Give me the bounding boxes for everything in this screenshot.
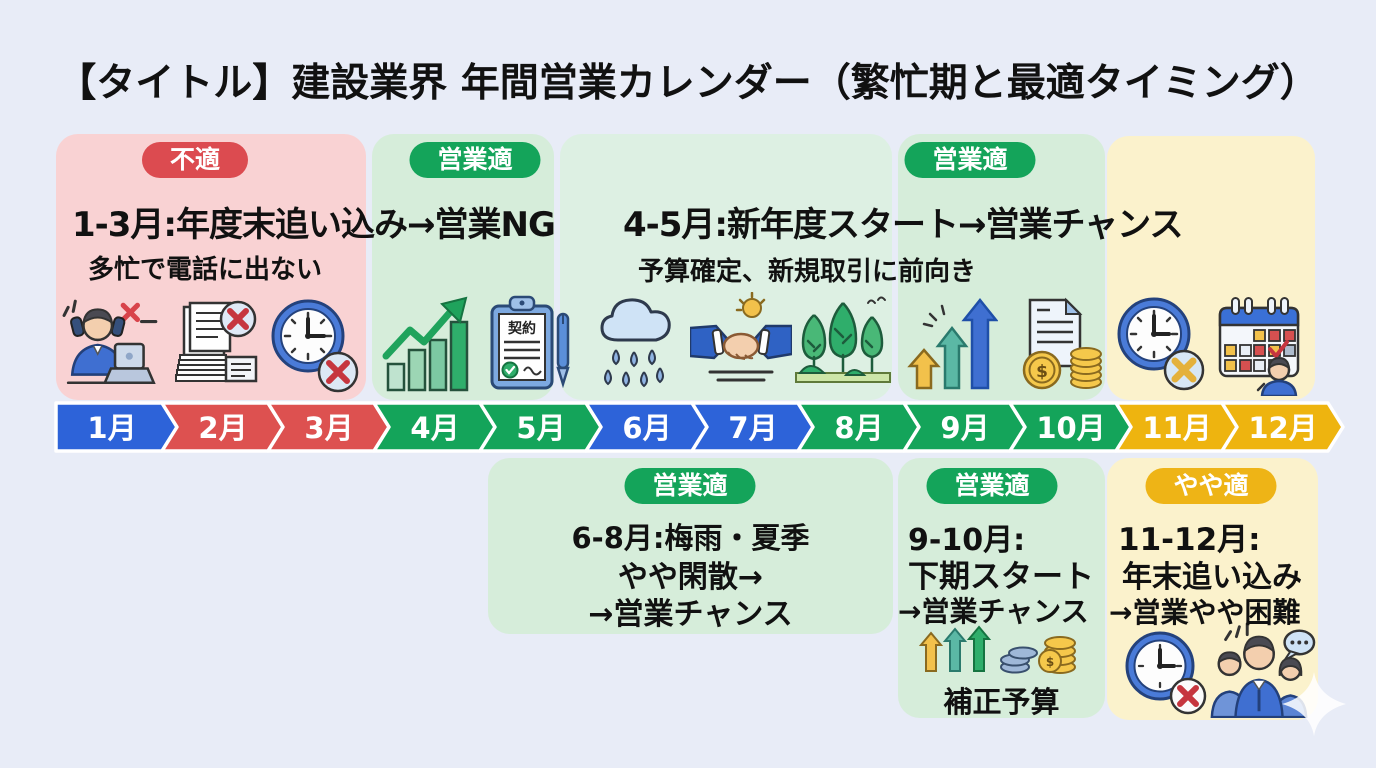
- calendar-person-icon: [1218, 297, 1300, 396]
- detail-11-12-line-2: 年末追い込み: [1122, 560, 1302, 595]
- timeline-month-label: 8月: [834, 411, 883, 445]
- badge-sales-ok-sep-oct: 営業適: [904, 142, 1036, 178]
- timeline: 1月 2月 3月 4月 5月 6月 7月 8月 9月 10月 11月 12月: [54, 401, 1345, 453]
- detail-9-10-line-2: 下期スタート: [908, 559, 1094, 595]
- clock-x-icon: [271, 299, 359, 393]
- up-arrows-icon: [907, 297, 998, 390]
- people-group-icon: [1210, 622, 1316, 718]
- detail-9-10-line-3: →営業チャンス: [898, 595, 1089, 628]
- detail-6-8-line-1: 6-8月:梅雨・夏季: [571, 521, 810, 555]
- timeline-month-label: 12月: [1248, 411, 1317, 445]
- detail-6-8-line-2: やや閑散→: [617, 560, 764, 595]
- clock-x-yellow-icon: [1117, 297, 1205, 391]
- subtitle-apr-may: 予算確定、新規取引に前向き: [638, 257, 977, 287]
- paperwork-x-icon: [175, 300, 258, 383]
- detail-11-12-line-3: →営業やや困難: [1109, 596, 1301, 629]
- timeline-month-label: 2月: [198, 411, 247, 445]
- badge-sales-ok-apr-may: 営業適: [409, 142, 541, 178]
- timeline-month-label: 1月: [87, 411, 136, 445]
- timeline-month-chevron: [1220, 401, 1345, 453]
- timeline-month-label: 4月: [410, 411, 459, 445]
- svg-text:$: $: [1036, 362, 1048, 382]
- contract-clipboard-icon: 契約: [490, 295, 570, 390]
- detail-6-8-line-3: →営業チャンス: [588, 597, 793, 632]
- badge-sales-ok-sep-oct-detail: 営業適: [926, 468, 1058, 504]
- busy-person-phones-icon: [62, 299, 158, 385]
- badge-sales-ok-jun-aug: 営業適: [624, 468, 756, 504]
- title-jan-mar: 1-3月:年度末追い込み→営業NG: [72, 205, 556, 245]
- handshake-icon: [690, 292, 792, 382]
- budget-document-coins-icon: $: [1022, 297, 1102, 390]
- timeline-month-label: 9月: [940, 411, 989, 445]
- small-arrows-coins-icon: $: [918, 625, 1076, 674]
- title-apr-may: 4-5月:新年度スタート→営業チャンス: [623, 205, 1183, 245]
- timeline-month-label: 3月: [304, 411, 353, 445]
- timeline-month-label: 11月: [1142, 411, 1211, 445]
- svg-text:$: $: [1046, 655, 1054, 669]
- rain-cloud-icon: [600, 298, 671, 388]
- detail-9-10-line-1: 9-10月:: [908, 523, 1026, 558]
- timeline-month-label: 6月: [622, 411, 671, 445]
- growth-chart-icon: [382, 296, 469, 392]
- timeline-month-label: 5月: [516, 411, 565, 445]
- timeline-month-label: 7月: [728, 411, 777, 445]
- timeline-month-label: 10月: [1036, 411, 1105, 445]
- subtitle-jan-mar: 多忙で電話に出ない: [88, 255, 323, 285]
- badge-somewhat-suitable: やや適: [1145, 468, 1277, 504]
- detail-9-10-caption: 補正予算: [943, 685, 1060, 719]
- clock-x-red-icon: [1125, 631, 1207, 715]
- badge-unsuitable: 不適: [141, 142, 249, 178]
- trees-icon: [795, 296, 891, 383]
- sparkle-icon: [1282, 672, 1346, 736]
- page-title: 【タイトル】建設業界 年間営業カレンダー（繁忙期と最適タイミング）: [57, 61, 1319, 106]
- svg-text:契約: 契約: [507, 320, 536, 337]
- detail-11-12-line-1: 11-12月:: [1118, 522, 1261, 558]
